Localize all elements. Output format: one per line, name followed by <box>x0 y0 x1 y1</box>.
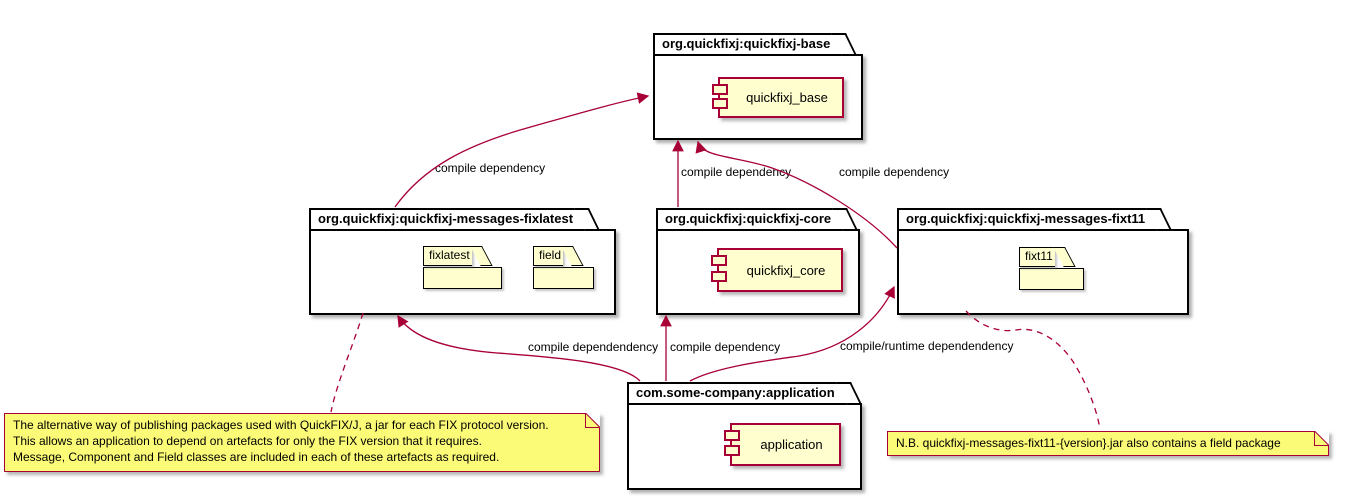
folder-fixlatest-body <box>423 267 502 289</box>
note-right-text: N.B. quickfixj-messages-fixt11-{version}… <box>896 436 1281 450</box>
package-quickfixj-base-title: org.quickfixj:quickfixj-base <box>653 33 835 56</box>
folder-fixt11-body <box>1019 268 1084 290</box>
package-application-title: com.some-company:application <box>627 382 839 405</box>
component-quickfixj-base: quickfixj_base <box>712 77 844 118</box>
note-left-line2: This allows an application to depend on … <box>13 434 482 448</box>
component-port-icon <box>711 255 727 266</box>
edge-label-app-to-fixt11: compile/runtime dependendency <box>840 339 1014 353</box>
package-quickfixj-core-title: org.quickfixj:quickfixj-core <box>656 208 836 231</box>
note-left-connector <box>330 312 364 413</box>
note-right-connector <box>965 310 1101 430</box>
folder-fixt11: fixt11 <box>1019 247 1055 267</box>
component-port-icon <box>711 271 727 282</box>
component-port-icon <box>712 84 728 95</box>
component-quickfixj-base-label: quickfixj_base <box>746 90 828 105</box>
component-application-label: application <box>760 437 823 452</box>
edge-label-fixt11-to-base: compile dependency <box>839 165 950 179</box>
package-messages-fixt11-title: org.quickfixj:quickfixj-messages-fixt11 <box>897 208 1150 231</box>
component-application: application <box>724 423 841 466</box>
component-quickfixj-core: quickfixj_core <box>711 248 843 292</box>
arrow-fixlatest-to-base <box>394 92 650 208</box>
folder-field: field <box>533 246 564 266</box>
edge-label-core-to-base: compile dependency <box>681 165 792 179</box>
note-left-line3: Message, Component and Field classes are… <box>13 450 500 464</box>
component-port-icon <box>724 445 740 456</box>
note-left-line1: The alternative way of publishing packag… <box>13 418 549 432</box>
folder-field-body <box>533 267 594 289</box>
edge-label-fixlatest-to-base: compile dependency <box>435 161 546 175</box>
component-port-icon <box>724 430 740 441</box>
package-messages-fixlatest-title: org.quickfixj:quickfixj-messages-fixlate… <box>309 208 578 231</box>
component-port-icon <box>712 98 728 109</box>
component-quickfixj-core-label: quickfixj_core <box>746 262 826 278</box>
edge-label-app-to-fixlatest: compile dependendency <box>528 340 659 354</box>
edge-label-app-to-core: compile dependency <box>670 340 781 354</box>
note-right: N.B. quickfixj-messages-fixt11-{version}… <box>887 431 1329 456</box>
note-left: The alternative way of publishing packag… <box>4 413 600 472</box>
folder-fixlatest: fixlatest <box>423 246 472 266</box>
note-fold-icon <box>585 413 600 428</box>
note-fold-icon <box>1314 431 1329 446</box>
